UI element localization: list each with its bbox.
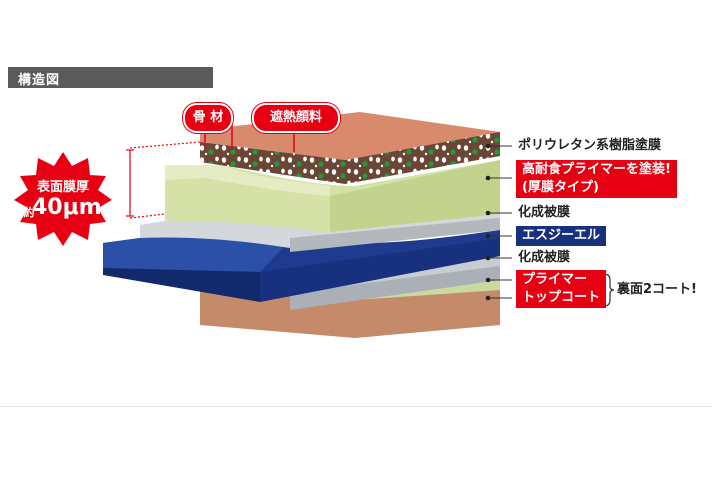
label-leader-dots	[485, 143, 491, 301]
thickness-prefix: 約	[23, 206, 35, 219]
conversion-bottom-label: 化成被膜	[518, 250, 571, 265]
section-header: 構造図	[8, 67, 213, 88]
thickness-value: 40μm	[32, 195, 102, 220]
primer-label-line1: 高耐食プライマーを塗装!	[522, 162, 671, 177]
aggregate-callout: 骨 材	[183, 103, 233, 133]
section-divider	[0, 406, 712, 407]
thickness-title: 表面膜厚	[36, 180, 89, 195]
heat-pigment-callout: 遮熱顔料	[252, 103, 340, 133]
conversion-top-label: 化成被膜	[518, 205, 571, 220]
label-leaders	[488, 145, 512, 299]
back-topcoat-label: トップコート	[522, 290, 601, 305]
polyurethane-label: ポリウレタン系樹脂塗膜	[518, 138, 662, 153]
back-note-label: 裏面2コート!	[617, 282, 697, 297]
primer-label-box: 高耐食プライマーを塗装! (厚膜タイプ)	[516, 160, 677, 198]
back-coat-bracket	[603, 273, 615, 307]
primer-layer	[165, 160, 500, 232]
back-primer-label: プライマー	[522, 272, 588, 287]
aggregate-label: 骨 材	[192, 110, 224, 125]
steel-base-layer	[103, 230, 500, 302]
back-coat-label-box: プライマー トップコート	[516, 270, 607, 308]
thickness-starburst	[14, 152, 112, 246]
section-title: 構造図	[18, 73, 61, 88]
primer-label-line2: (厚膜タイプ)	[522, 180, 599, 195]
steel-label: エスジーエル	[516, 226, 607, 246]
thickness-guide	[126, 141, 201, 219]
heat-pigment-label: 遮熱顔料	[269, 110, 322, 125]
